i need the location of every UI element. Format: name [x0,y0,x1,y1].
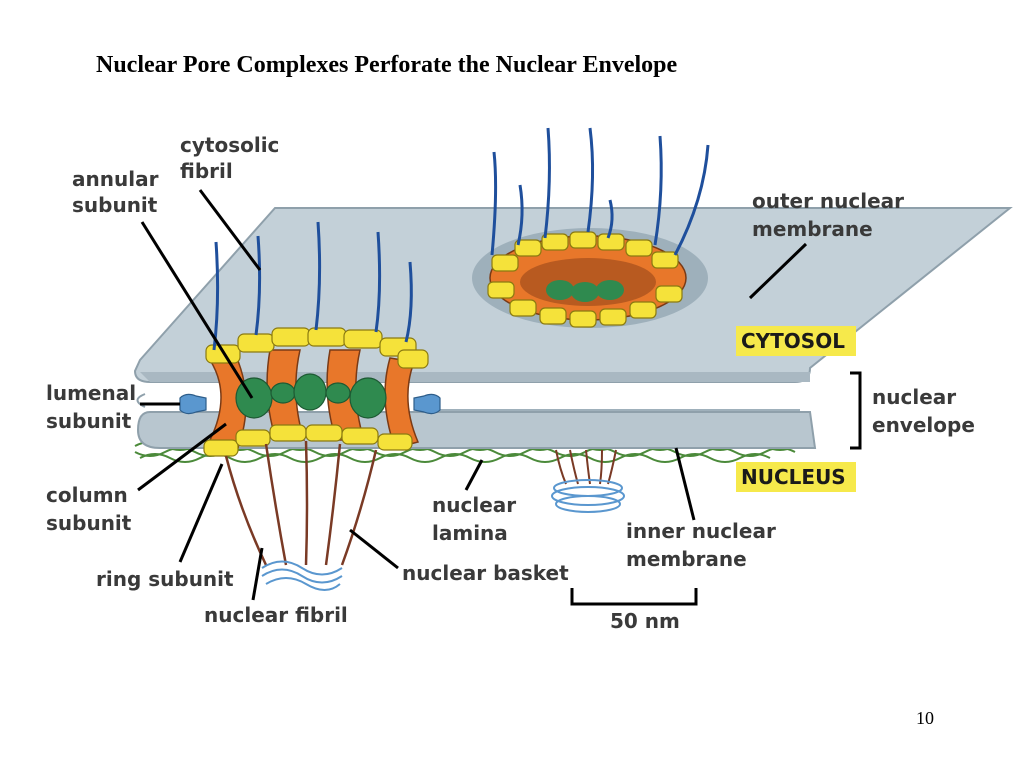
label-nuclear-basket: nuclear basket [402,561,569,585]
nuclear-fibril-ring [261,560,343,591]
cytosolic-fibrils-right [490,127,710,256]
slide-title: Nuclear Pore Complexes Perforate the Nuc… [96,52,678,78]
scale-bar [570,588,698,606]
label-nuclear-lamina: nuclear lamina [432,493,523,545]
label-ring-subunit: ring subunit [96,567,234,591]
pore-complex-left [179,327,441,457]
label-nuclear-envelope: nuclear envelope [872,385,975,437]
label-annular-subunit: annular subunit [72,167,165,217]
label-cytosol: CYTOSOL [741,329,845,353]
label-outer-nuclear-membrane: outer nuclear membrane [752,189,911,241]
nuclear-envelope-bracket [850,371,862,450]
nuclear-basket-left [224,440,378,566]
label-inner-nuclear-membrane: inner nuclear membrane [626,519,783,571]
label-nuclear-fibril: nuclear fibril [204,603,348,627]
label-cytosolic-fibril: cytosolic fibril [180,133,286,183]
diagram-labels: cytosolic fibril annular subunit outer n… [46,133,975,633]
label-lumenal-subunit: lumenal subunit [46,381,143,433]
pore-complex-right [487,231,687,328]
leader-lines [137,189,808,601]
cytosol-label-box [736,326,856,356]
label-column-subunit: column subunit [46,483,135,535]
label-nucleus: NUCLEUS [741,465,846,489]
nuclear-basket-right [551,449,625,513]
nucleus-label-box [736,462,856,492]
perinuclear-space [430,392,808,408]
page-number: 10 [916,708,934,728]
label-scale-bar: 50 nm [610,609,680,633]
